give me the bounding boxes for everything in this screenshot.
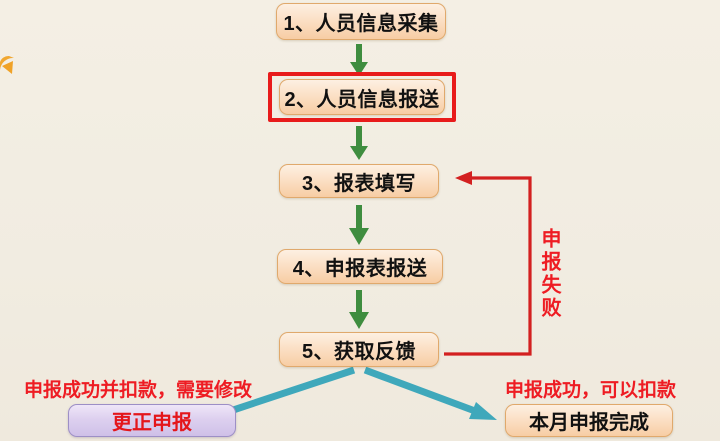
flow-step-3[interactable]: 3、报表填写 — [279, 164, 439, 198]
flow-step-5-label: 5、获取反馈 — [301, 341, 417, 363]
arrow-diagonal-icon — [363, 366, 497, 420]
flow-step-2[interactable]: 2、人员信息报送 — [279, 79, 445, 115]
flow-step-4[interactable]: 4、申报表报送 — [277, 249, 443, 284]
flow-step-2-label: 2、人员信息报送 — [284, 88, 440, 111]
feedback-loop-label: 申报失败 — [538, 228, 560, 320]
arrow-down-icon — [349, 205, 369, 245]
flow-step-1-label: 1、人员信息采集 — [283, 13, 439, 35]
arrow-down-icon — [349, 290, 369, 329]
outcome-correction-box[interactable]: 更正申报 — [68, 404, 236, 437]
orange-arc-decoration — [0, 55, 14, 74]
outcome-correction-caption: 申报成功并扣款，需要修改 — [24, 380, 253, 401]
flow-step-3-label: 3、报表填写 — [301, 172, 417, 195]
flow-step-5[interactable]: 5、获取反馈 — [279, 332, 439, 367]
arrow-down-icon — [350, 44, 368, 76]
outcome-complete-label: 本月申报完成 — [529, 412, 649, 434]
flow-step-4-label: 4、申报表报送 — [292, 258, 428, 280]
outcome-correction-label: 更正申报 — [112, 412, 192, 434]
arrow-loop-left-icon — [444, 171, 532, 356]
outcome-complete-caption: 申报成功，可以扣款 — [505, 380, 677, 401]
arrow-down-icon — [350, 126, 368, 160]
flow-step-1[interactable]: 1、人员信息采集 — [276, 3, 446, 40]
outcome-complete-box[interactable]: 本月申报完成 — [505, 404, 673, 437]
